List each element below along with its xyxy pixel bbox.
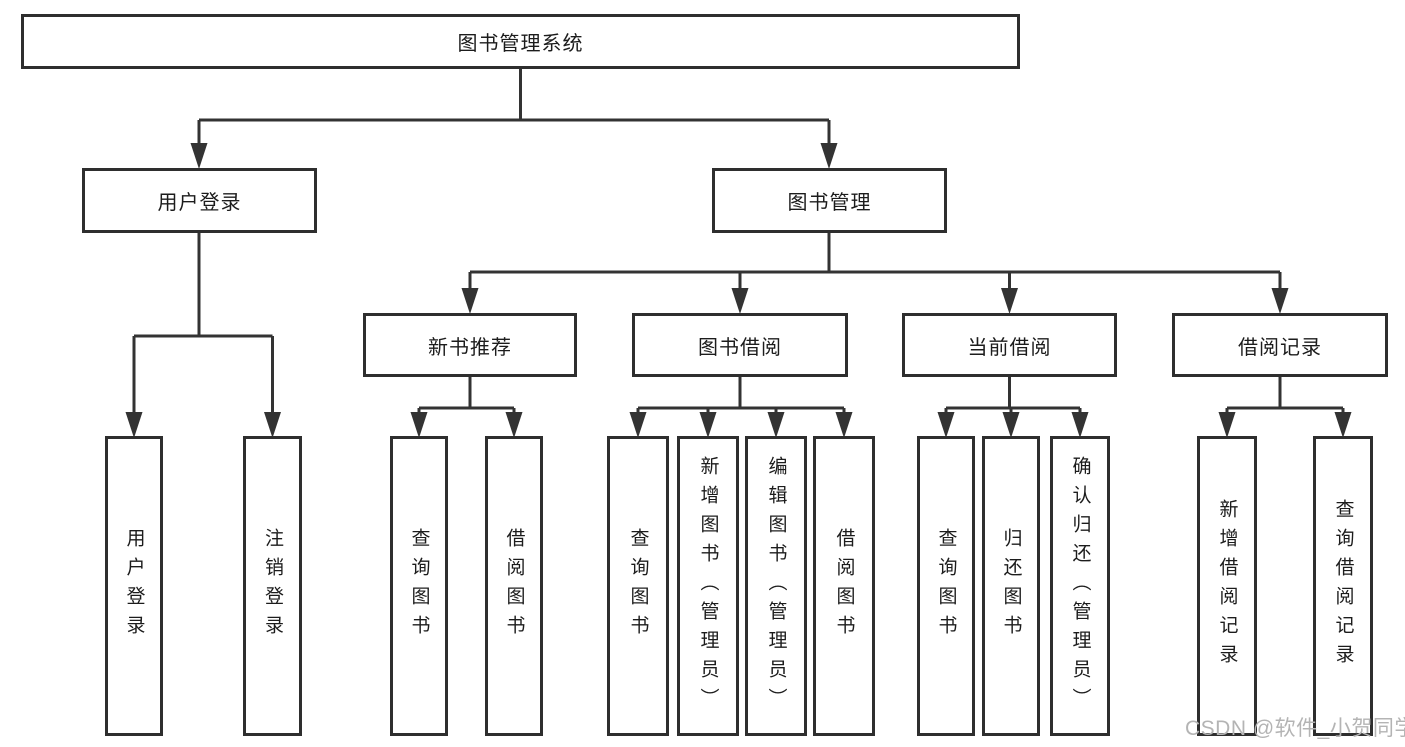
- node-current-query-books: 查询图书: [917, 436, 975, 736]
- node-borrow-add-books: 新增图书（管理员）: [677, 436, 739, 736]
- node-current-borrow-label: 当前借阅: [967, 336, 1052, 359]
- node-book-borrow: 图书借阅: [632, 313, 848, 377]
- connector-borrow-to-leaves: [629, 377, 853, 438]
- connector-records-to-leaves: [1218, 377, 1352, 438]
- node-user-login-action: 用户登录: [105, 436, 163, 736]
- node-records-query-record: 查询借阅记录: [1313, 436, 1373, 736]
- node-records-add-record: 新增借阅记录: [1197, 436, 1257, 736]
- node-library-system: 图书管理系统: [21, 14, 1020, 69]
- node-current-return-books-label: 归还图书: [1000, 528, 1022, 644]
- node-borrow-borrow-books: 借阅图书: [813, 436, 875, 736]
- node-borrow-add-books-label: 新增图书（管理员）: [697, 455, 719, 717]
- node-borrow-borrow-books-label: 借阅图书: [833, 528, 855, 644]
- node-current-confirm-return-label: 确认归还（管理员）: [1069, 455, 1091, 717]
- connector-recommend-to-leaves: [410, 377, 523, 438]
- node-borrow-records-label: 借阅记录: [1238, 336, 1322, 359]
- node-user-login-action-label: 用户登录: [123, 528, 145, 644]
- node-new-book-recommend-label: 新书推荐: [428, 336, 512, 359]
- node-recommend-borrow-books: 借阅图书: [485, 436, 543, 736]
- node-new-book-recommend: 新书推荐: [363, 313, 577, 377]
- node-book-management-label: 图书管理: [787, 192, 872, 214]
- node-logout-action-label: 注销登录: [262, 528, 283, 644]
- node-borrow-records: 借阅记录: [1172, 313, 1388, 377]
- node-recommend-query-books: 查询图书: [390, 436, 448, 736]
- node-current-borrow: 当前借阅: [902, 313, 1117, 377]
- connector-current-to-leaves: [937, 377, 1089, 438]
- node-records-query-record-label: 查询借阅记录: [1332, 499, 1354, 673]
- node-book-management: 图书管理: [712, 168, 947, 233]
- connector-root-to-level2: [190, 68, 838, 169]
- node-current-query-books-label: 查询图书: [935, 528, 957, 644]
- node-current-confirm-return: 确认归还（管理员）: [1050, 436, 1110, 736]
- connector-bookmgmt-to-level3: [461, 233, 1289, 314]
- node-current-return-books: 归还图书: [982, 436, 1040, 736]
- node-borrow-query-books-label: 查询图书: [627, 528, 649, 644]
- watermark: CSDN @软件_小贺同学: [1185, 717, 1405, 740]
- node-recommend-borrow-books-label: 借阅图书: [503, 528, 525, 644]
- node-borrow-edit-books: 编辑图书（管理员）: [745, 436, 807, 736]
- node-library-system-label: 图书管理系统: [457, 33, 584, 55]
- node-logout-action: 注销登录: [243, 436, 302, 736]
- node-recommend-query-books-label: 查询图书: [408, 528, 430, 644]
- node-records-add-record-label: 新增借阅记录: [1216, 499, 1238, 673]
- node-borrow-query-books: 查询图书: [607, 436, 669, 736]
- node-borrow-edit-books-label: 编辑图书（管理员）: [765, 455, 787, 717]
- node-user-login-label: 用户登录: [157, 192, 242, 214]
- node-user-login: 用户登录: [82, 168, 317, 233]
- node-book-borrow-label: 图书借阅: [698, 336, 782, 359]
- connector-userlogin-to-leaves: [125, 233, 281, 438]
